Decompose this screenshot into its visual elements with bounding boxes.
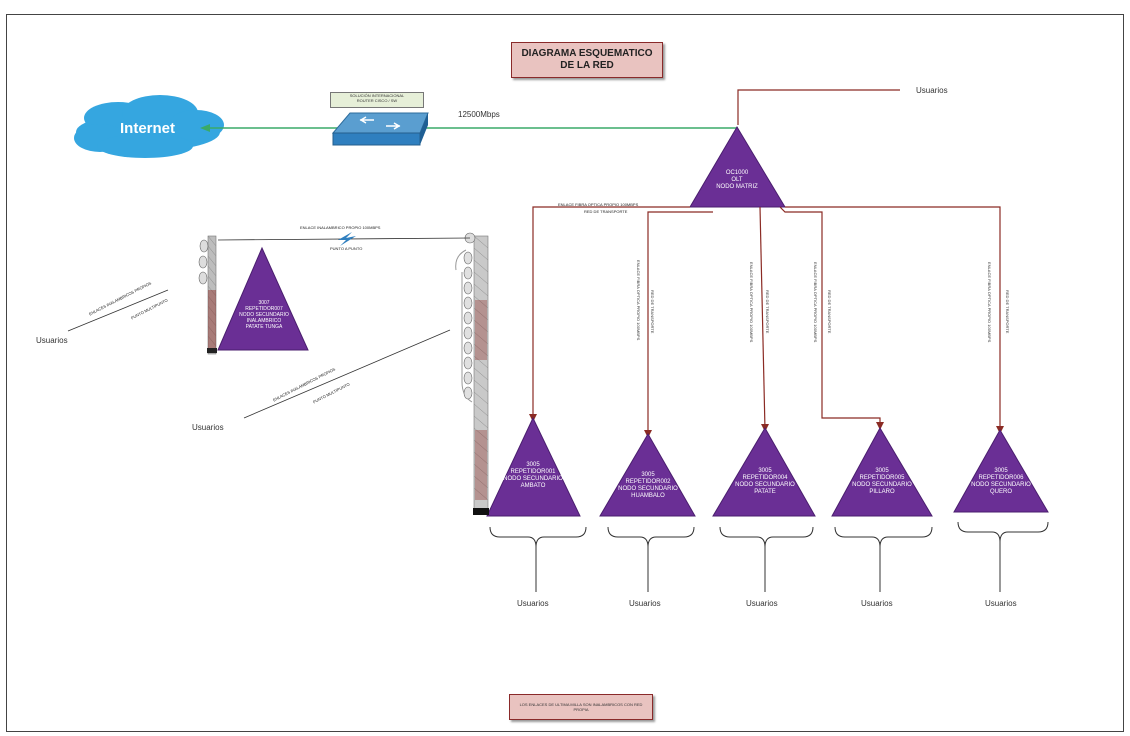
tower-users-line [243, 329, 451, 419]
switch-icon [331, 112, 429, 146]
title-line-1: DIAGRAMA ESQUEMATICO [521, 48, 653, 59]
branch-label-3a: ENLACE FIBRA OPTICA PROPIO 100MBPS [813, 262, 818, 343]
internet-label: Internet [120, 120, 176, 137]
diagram-title: DIAGRAMA ESQUEMATICO DE LA RED [511, 42, 663, 78]
users-label-left: Usuarios [36, 336, 68, 345]
left-users-line [67, 289, 169, 332]
branch-label-3b: RED DE TRANSPORTE [827, 290, 832, 334]
user-brackets [489, 521, 1049, 592]
diagram-frame [6, 14, 1124, 732]
users-label-tower: Usuarios [192, 423, 224, 432]
fiber-link-label-1: ENLACE FIBRA OPTICA PROPIO 100MBPS [558, 202, 639, 207]
main-node-triangle [689, 126, 786, 208]
users-label-node-2: Usuarios [629, 599, 661, 608]
users-label-node-3: Usuarios [746, 599, 778, 608]
secondary-node-label-2: 3005 REPETIDOR002 NODO SECUNDARIO HUAMBA… [618, 472, 678, 499]
internet-cloud-icon [74, 95, 224, 158]
users-label-top: Usuarios [916, 86, 948, 95]
secondary-node-label-3: 3005 REPETIDOR004 NODO SECUNDARIO PATATE [735, 468, 795, 495]
title-line-2: DE LA RED [560, 60, 614, 71]
secondary-node-label-4: 3005 REPETIDOR005 NODO SECUNDARIO PILLAR… [852, 468, 912, 495]
branch-label-1b: RED DE TRANSPORTE [650, 290, 655, 334]
secondary-node-label-1: 3005 REPETIDOR001 NODO SECUNDARIO AMBATO [503, 462, 563, 489]
fiber-link-label-2: RED DE TRANSPORTE [584, 209, 628, 214]
tower-main-icon [455, 232, 489, 515]
branch-label-2a: ENLACE FIBRA OPTICA PROPIO 100MBPS [749, 262, 754, 343]
wireless-node-label: 3007 REPETIDOR007 NODO SECUNDARIO INALAM… [239, 300, 289, 330]
users-label-node-4: Usuarios [861, 599, 893, 608]
bandwidth-label: 12500Mbps [458, 110, 500, 119]
wireless-node-triangle [217, 246, 309, 351]
branch-label-4b: RED DE TRANSPORTE [1005, 290, 1010, 334]
secondary-node-label-5: 3005 REPETIDOR006 NODO SECUNDARIO QUERO [971, 468, 1031, 495]
users-label-node-1: Usuarios [517, 599, 549, 608]
switch-caption: SOLUCIÓN INTERNACIONAL ROUTER CISCO / SW [330, 92, 424, 108]
secondary-node-triangles [486, 416, 1049, 517]
tower-left-icon [198, 235, 217, 355]
switch-caption-line-1: SOLUCIÓN INTERNACIONAL [349, 93, 405, 98]
wireless-link-label-2: PUNTO A PUNTO [330, 246, 363, 251]
footer-note: LOS ENLACES DE ULTIMA MILLA SON INALAMBR… [509, 694, 653, 720]
branch-label-1a: ENLACE FIBRA OPTICA PROPIO 100MBPS [636, 260, 641, 341]
users-label-node-5: Usuarios [985, 599, 1017, 608]
lightning-icon [338, 232, 356, 246]
fiber-branches [532, 206, 1001, 436]
top-users-link [737, 89, 900, 125]
internet-link-arrow [200, 124, 210, 132]
wireless-link-label-1: ENLACE INALAMBRICO PROPIO 100MBPS [300, 225, 381, 230]
branch-label-2b: RED DE TRANSPORTE [765, 290, 770, 334]
branch-label-4a: ENLACE FIBRA OPTICA PROPIO 100MBPS [987, 262, 992, 343]
switch-caption-line-2: ROUTER CISCO / SW [356, 98, 398, 103]
main-node-label: OC1000 OLT NODO MATRIZ [716, 170, 758, 190]
